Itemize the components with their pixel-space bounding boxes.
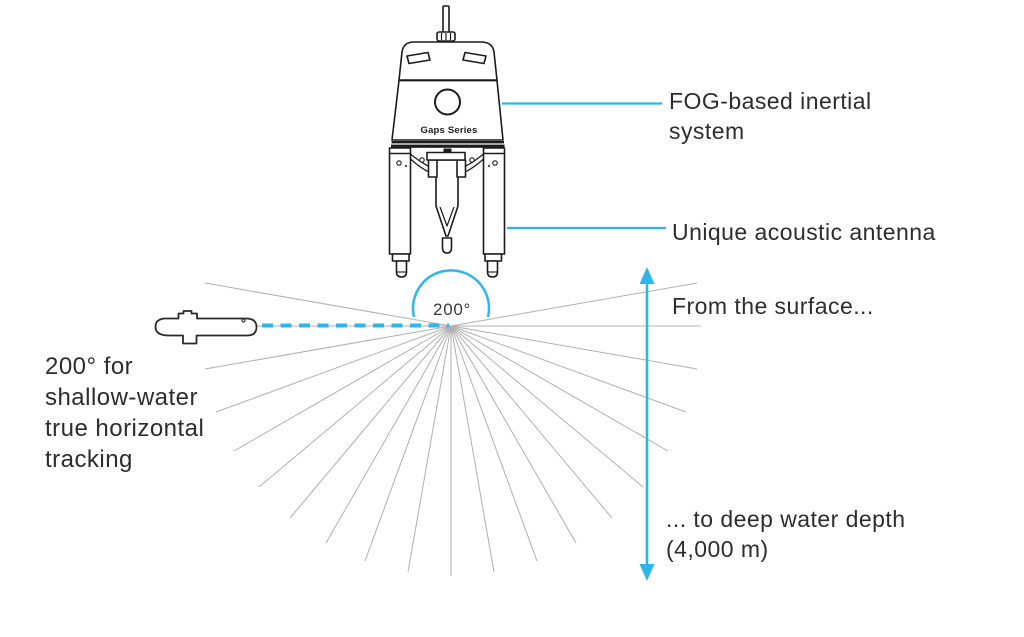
callout-from-surface: From the surface... <box>672 293 874 319</box>
auv-illustration <box>154 310 258 345</box>
beam-angle-arc <box>411 269 491 318</box>
right-vent-slot <box>462 51 487 65</box>
callout-fog-inertial-system: FOG-based inertial system <box>669 88 872 144</box>
left-vent-slot <box>406 51 431 65</box>
transducer-tip <box>441 237 453 254</box>
depth-range-arrow <box>639 267 655 581</box>
acoustic-beam-rays <box>201 282 701 576</box>
beam-angle-label: 200° <box>433 300 471 319</box>
connector-port-circle <box>434 88 461 116</box>
callout-unique-acoustic-antenna: Unique acoustic antenna <box>672 219 936 245</box>
device-name-label: Gaps Series <box>420 125 478 136</box>
gaps-device-illustration <box>388 5 506 278</box>
gps-antenna-rod <box>442 5 450 34</box>
callout-shallow-water-tracking: 200° for shallow-water true horizontal t… <box>45 353 205 473</box>
arrowhead-down-icon <box>639 564 655 581</box>
callout-deep-water-depth: ... to deep water depth (4,000 m) <box>666 506 906 562</box>
left-leg <box>388 147 412 255</box>
right-leg <box>482 147 506 255</box>
arrowhead-up-icon <box>639 267 655 284</box>
device-top-cap <box>398 41 498 81</box>
